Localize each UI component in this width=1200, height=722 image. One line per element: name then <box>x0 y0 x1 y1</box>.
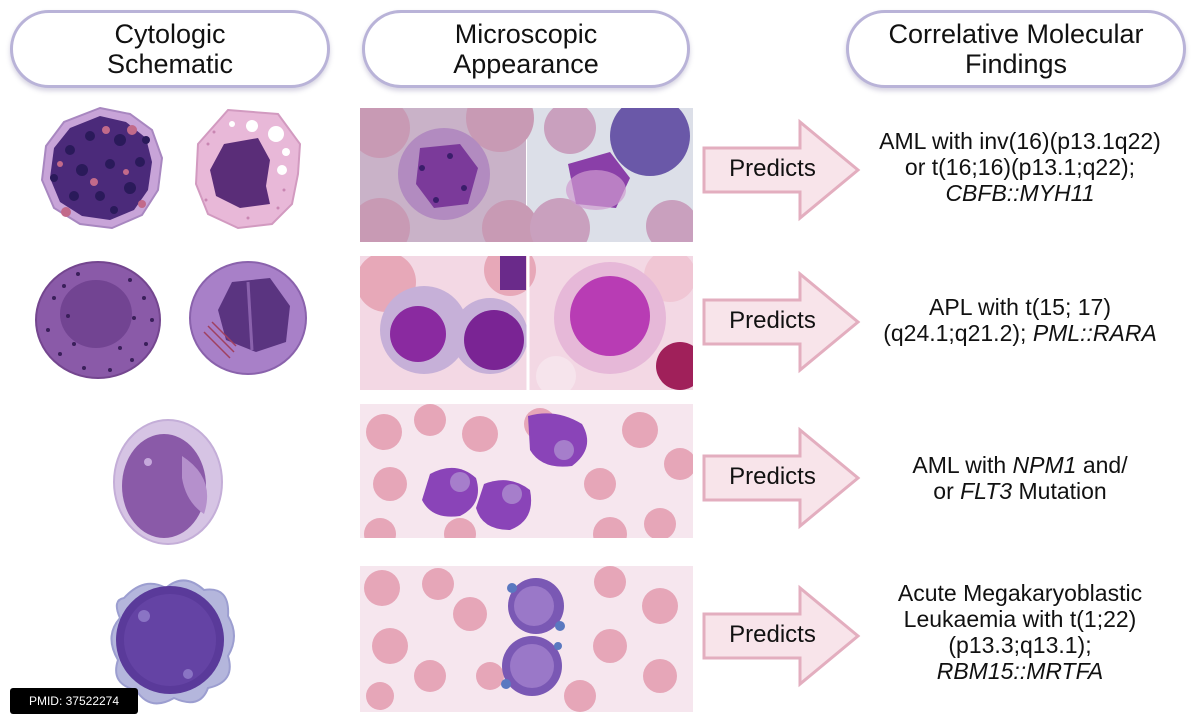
finding-line: (q24.1;q21.2); <box>883 320 1033 346</box>
header-microscopic-appearance: Microscopic Appearance <box>362 10 690 88</box>
finding-line: AML with <box>912 452 1013 478</box>
finding-line: Leukaemia with t(1;22) <box>903 606 1137 632</box>
predicts-label: Predicts <box>729 463 816 490</box>
finding-line: (p13.3;q13.1); <box>948 632 1092 658</box>
predicts-label: Predicts <box>729 621 816 648</box>
finding-row-1: AML with inv(16)(p13.1q22) or t(16;16)(p… <box>840 128 1200 206</box>
predicts-arrow-1: Predicts <box>700 116 862 224</box>
pmid-badge: PMID: 37522274 <box>10 688 138 714</box>
micrograph-row-2 <box>360 256 693 390</box>
finding-row-2: APL with t(15; 17) (q24.1;q21.2); PML::R… <box>840 294 1200 346</box>
gene-fusion: RBM15::MRTFA <box>936 658 1104 684</box>
header-cytologic-schematic: Cytologic Schematic <box>10 10 330 88</box>
predicts-label: Predicts <box>729 155 816 182</box>
finding-line: or t(16;16)(p13.1;q22); <box>904 154 1136 180</box>
schematic-cell-auer-rods <box>189 261 307 375</box>
header-molecular-findings: Correlative Molecular Findings <box>846 10 1186 88</box>
micrograph-row-3 <box>360 404 693 538</box>
schematic-cell-vacuolated <box>194 108 302 230</box>
schematic-cell-megakaryoblast <box>110 579 235 705</box>
finding-line: AML with inv(16)(p13.1q22) <box>879 128 1161 154</box>
finding-line: Acute Megakaryoblastic <box>897 580 1143 606</box>
predicts-arrow-2: Predicts <box>700 268 862 376</box>
micrograph-row-4 <box>360 566 693 712</box>
schematic-cell-granular-1 <box>40 106 164 230</box>
finding-row-3: AML with NPM1 and/ or FLT3 Mutation <box>840 452 1200 504</box>
predicts-label: Predicts <box>729 307 816 334</box>
finding-row-4: Acute Megakaryoblastic Leukaemia with t(… <box>840 580 1200 684</box>
gene-fusion: CBFB::MYH11 <box>945 180 1095 206</box>
predicts-arrow-4: Predicts <box>700 582 862 690</box>
gene-name: NPM1 <box>1012 452 1077 478</box>
schematic-cell-monocytoid <box>113 419 223 545</box>
micrograph-row-1 <box>360 108 693 242</box>
header-molecular-label: Correlative Molecular Findings <box>888 19 1144 79</box>
header-cytologic-label: Cytologic Schematic <box>106 19 234 79</box>
schematic-cell-hypergranular <box>35 261 161 379</box>
finding-line: APL with t(15; 17) <box>929 294 1111 320</box>
header-microscopic-label: Microscopic Appearance <box>453 19 599 79</box>
finding-line: Mutation <box>1012 478 1107 504</box>
gene-name: FLT3 <box>960 478 1013 504</box>
predicts-arrow-3: Predicts <box>700 424 862 532</box>
finding-line: or <box>933 478 961 504</box>
gene-fusion: PML::RARA <box>1032 320 1157 346</box>
finding-line: and/ <box>1076 452 1128 478</box>
